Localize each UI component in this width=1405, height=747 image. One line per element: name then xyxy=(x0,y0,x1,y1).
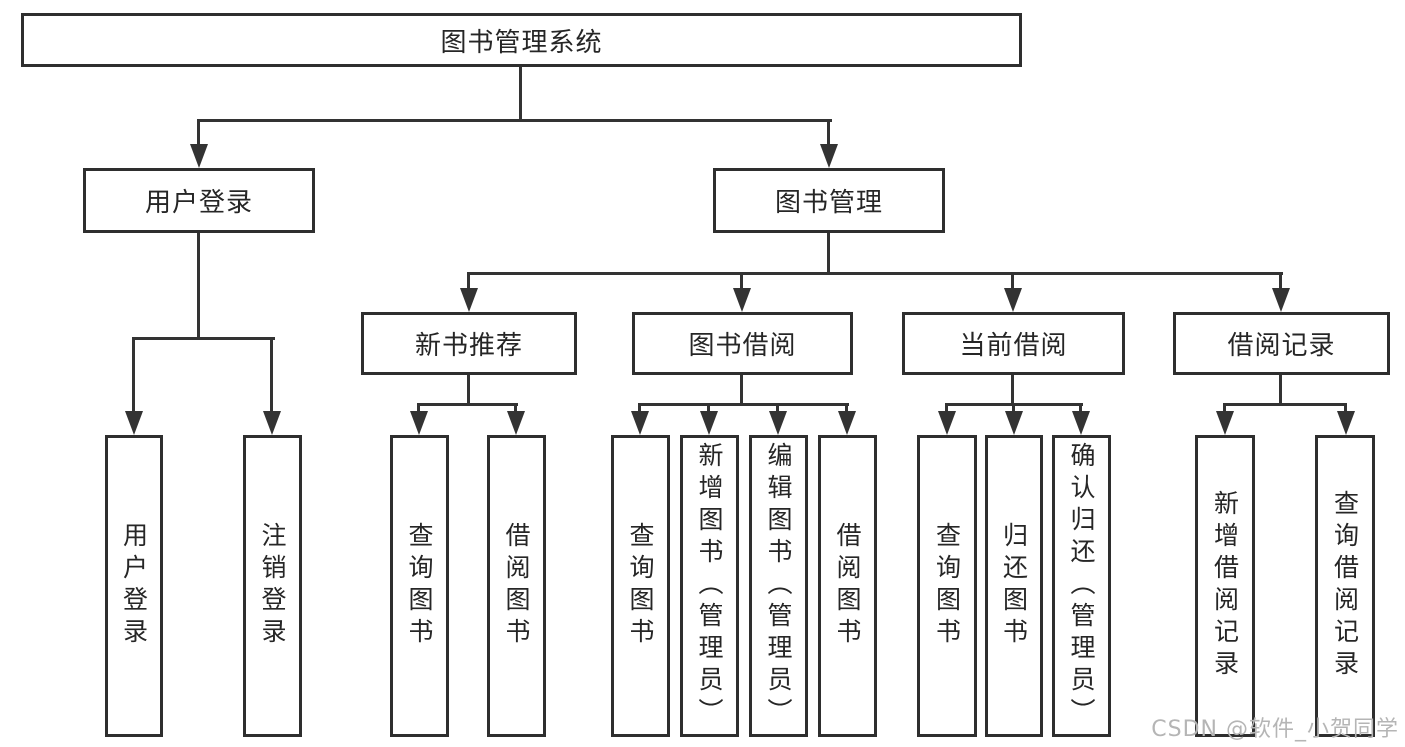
connector-drop-borrow-records xyxy=(1279,272,1282,292)
connector-login-rail xyxy=(132,337,275,340)
watermark: CSDN @软件_小贺同学 xyxy=(1151,717,1399,742)
arrowhead-down-icon xyxy=(1004,288,1022,312)
connector-root-stem xyxy=(519,67,522,121)
connector-drop-leaf-user-login xyxy=(132,337,135,415)
connector-groupA-stem xyxy=(467,375,470,405)
node-root: 图书管理系统 xyxy=(21,13,1022,67)
connector-drop xyxy=(1223,403,1226,415)
arrowhead-down-icon xyxy=(1337,411,1355,435)
arrowhead-down-icon xyxy=(1005,411,1023,435)
leaf-user-login: 用户登录 xyxy=(105,435,163,737)
connector-groupB-stem xyxy=(740,375,743,405)
arrowhead-down-icon xyxy=(769,411,787,435)
leaf-nbr-borrow-books: 借阅图书 xyxy=(487,435,546,737)
connector-drop-login xyxy=(197,119,200,146)
leaf-bb-add-books-admin: 新增图书（管理员） xyxy=(680,435,739,737)
node-user-login: 用户登录 xyxy=(83,168,315,233)
arrowhead-down-icon xyxy=(263,411,281,435)
connector-drop xyxy=(1012,403,1015,415)
connector-management-stem xyxy=(827,233,830,275)
arrowhead-down-icon xyxy=(125,411,143,435)
leaf-logout: 注销登录 xyxy=(243,435,302,737)
connector-management-rail xyxy=(467,272,1283,275)
node-current-borrow: 当前借阅 xyxy=(902,312,1125,375)
node-borrow-records: 借阅记录 xyxy=(1173,312,1390,375)
connector-drop-management xyxy=(827,119,830,146)
leaf-cb-confirm-return-admin: 确认归还（管理员） xyxy=(1052,435,1111,737)
leaf-nbr-query-books: 查询图书 xyxy=(390,435,449,737)
connector-groupC-stem xyxy=(1011,375,1014,405)
connector-root-rail xyxy=(197,119,832,122)
arrowhead-down-icon xyxy=(1072,411,1090,435)
leaf-bb-borrow-books: 借阅图书 xyxy=(818,435,877,737)
connector-drop xyxy=(1079,403,1082,415)
connector-drop xyxy=(638,403,641,415)
arrowhead-down-icon xyxy=(733,288,751,312)
node-book-borrow: 图书借阅 xyxy=(632,312,853,375)
connector-drop-book-borrow xyxy=(740,272,743,292)
arrowhead-down-icon xyxy=(938,411,956,435)
connector-drop-new-book xyxy=(467,272,470,292)
connector-drop xyxy=(417,403,420,415)
arrowhead-down-icon xyxy=(190,144,208,168)
connector-login-stem xyxy=(197,233,200,339)
arrowhead-down-icon xyxy=(700,411,718,435)
arrowhead-down-icon xyxy=(410,411,428,435)
connector-groupA-rail xyxy=(417,403,518,406)
connector-groupB-rail xyxy=(638,403,849,406)
leaf-br-add-record: 新增借阅记录 xyxy=(1195,435,1255,737)
arrowhead-down-icon xyxy=(820,144,838,168)
arrowhead-down-icon xyxy=(838,411,856,435)
arrowhead-down-icon xyxy=(460,288,478,312)
node-new-book-recommend: 新书推荐 xyxy=(361,312,577,375)
node-book-management: 图书管理 xyxy=(713,168,945,233)
connector-drop xyxy=(945,403,948,415)
arrowhead-down-icon xyxy=(1216,411,1234,435)
leaf-cb-return-books: 归还图书 xyxy=(985,435,1043,737)
connector-groupD-rail xyxy=(1223,403,1347,406)
connector-drop xyxy=(776,403,779,415)
connector-drop-current-borrow xyxy=(1011,272,1014,292)
connector-drop xyxy=(845,403,848,415)
connector-groupD-stem xyxy=(1279,375,1282,405)
connector-drop-leaf-logout xyxy=(270,337,273,415)
arrowhead-down-icon xyxy=(1272,288,1290,312)
arrowhead-down-icon xyxy=(631,411,649,435)
leaf-bb-query-books: 查询图书 xyxy=(611,435,670,737)
leaf-br-query-record: 查询借阅记录 xyxy=(1315,435,1375,737)
connector-drop xyxy=(707,403,710,415)
arrowhead-down-icon xyxy=(507,411,525,435)
connector-drop xyxy=(1344,403,1347,415)
connector-drop xyxy=(514,403,517,415)
leaf-bb-edit-books-admin: 编辑图书（管理员） xyxy=(749,435,808,737)
leaf-cb-query-books: 查询图书 xyxy=(917,435,977,737)
